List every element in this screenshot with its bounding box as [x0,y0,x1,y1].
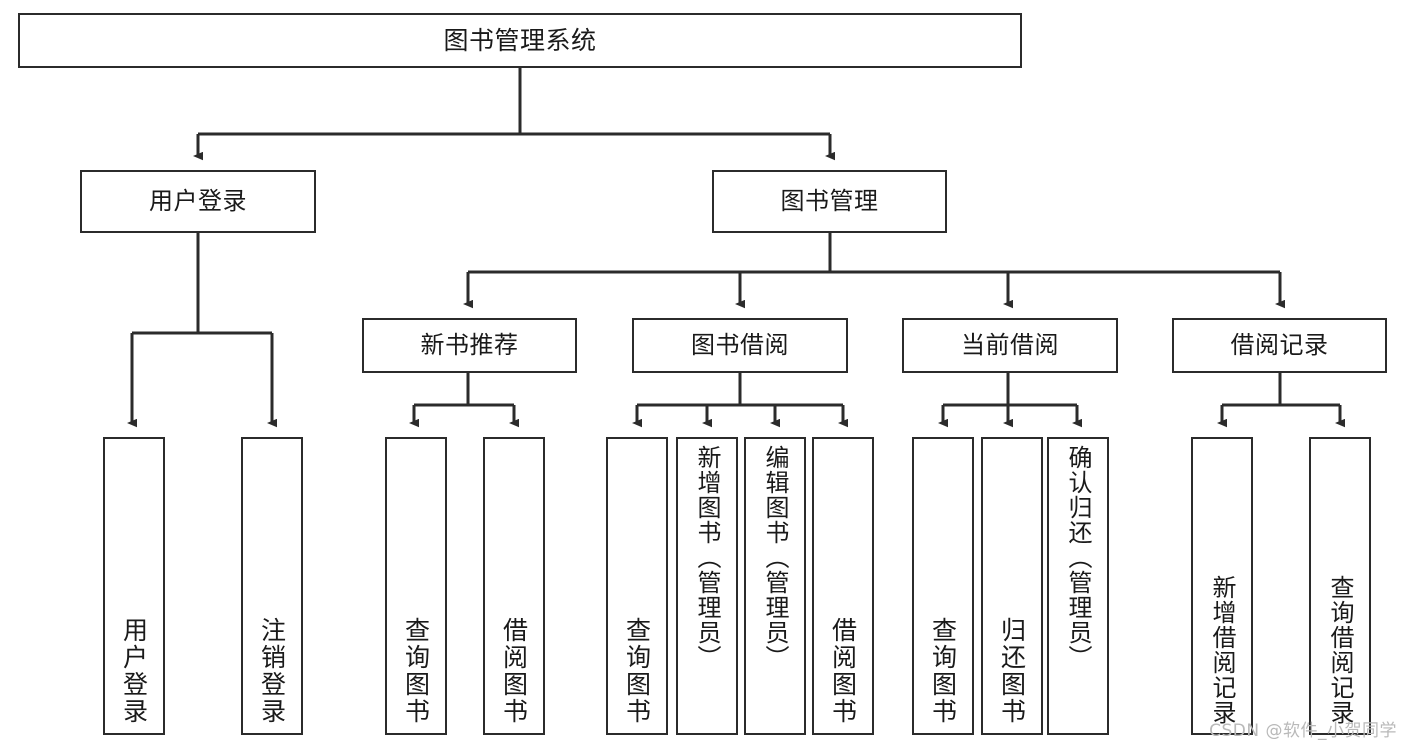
node-label: 确认归还（管理员） [1064,445,1092,670]
node-label: 当前借阅 [961,331,1059,360]
node-book-management[interactable]: 图书管理 [712,170,947,233]
node-label: 新增图书（管理员） [693,445,721,670]
node-label: 借阅记录 [1230,331,1329,360]
node-new-book-recommend[interactable]: 新书推荐 [362,318,577,373]
leaf-book-borrow-edit-book-admin[interactable]: 编辑图书（管理员） [744,437,806,735]
node-user-login[interactable]: 用户登录 [80,170,316,233]
node-label: 查询图书 [622,617,652,725]
node-label: 图书借阅 [691,331,789,360]
leaf-current-borrow-query-book[interactable]: 查询图书 [912,437,974,735]
leaf-user-login-logout[interactable]: 注销登录 [241,437,303,735]
node-label: 查询图书 [401,617,431,725]
node-label: 归还图书 [997,617,1027,725]
node-book-borrow[interactable]: 图书借阅 [632,318,848,373]
node-label: 用户登录 [149,187,247,216]
leaf-new-book-borrow-book[interactable]: 借阅图书 [483,437,545,735]
leaf-current-borrow-confirm-return-admin[interactable]: 确认归还（管理员） [1047,437,1109,735]
node-label: 借阅图书 [828,617,858,725]
leaf-borrow-record-query-record[interactable]: 查询借阅记录 [1309,437,1371,735]
leaf-new-book-query-book[interactable]: 查询图书 [385,437,447,735]
node-current-borrow[interactable]: 当前借阅 [902,318,1118,373]
node-label: 编辑图书（管理员） [761,445,789,670]
node-label: 查询图书 [928,617,958,725]
node-label: 借阅图书 [499,617,529,725]
node-label: 新书推荐 [420,331,519,360]
node-root-book-management-system[interactable]: 图书管理系统 [18,13,1022,68]
node-label: 图书管理系统 [443,25,597,55]
node-label: 注销登录 [257,617,287,725]
leaf-book-borrow-query-book[interactable]: 查询图书 [606,437,668,735]
watermark-csdn: CSDN @软件_小贺同学 [1209,721,1397,741]
node-borrow-record[interactable]: 借阅记录 [1172,318,1387,373]
node-label: 查询借阅记录 [1326,575,1354,725]
leaf-current-borrow-return-book[interactable]: 归还图书 [981,437,1043,735]
leaf-borrow-record-add-record[interactable]: 新增借阅记录 [1191,437,1253,735]
node-label: 用户登录 [119,617,149,725]
node-label: 新增借阅记录 [1208,575,1236,725]
node-label: 图书管理 [780,187,879,216]
leaf-user-login-login[interactable]: 用户登录 [103,437,165,735]
leaf-book-borrow-add-book-admin[interactable]: 新增图书（管理员） [676,437,738,735]
leaf-book-borrow-borrow-book[interactable]: 借阅图书 [812,437,874,735]
